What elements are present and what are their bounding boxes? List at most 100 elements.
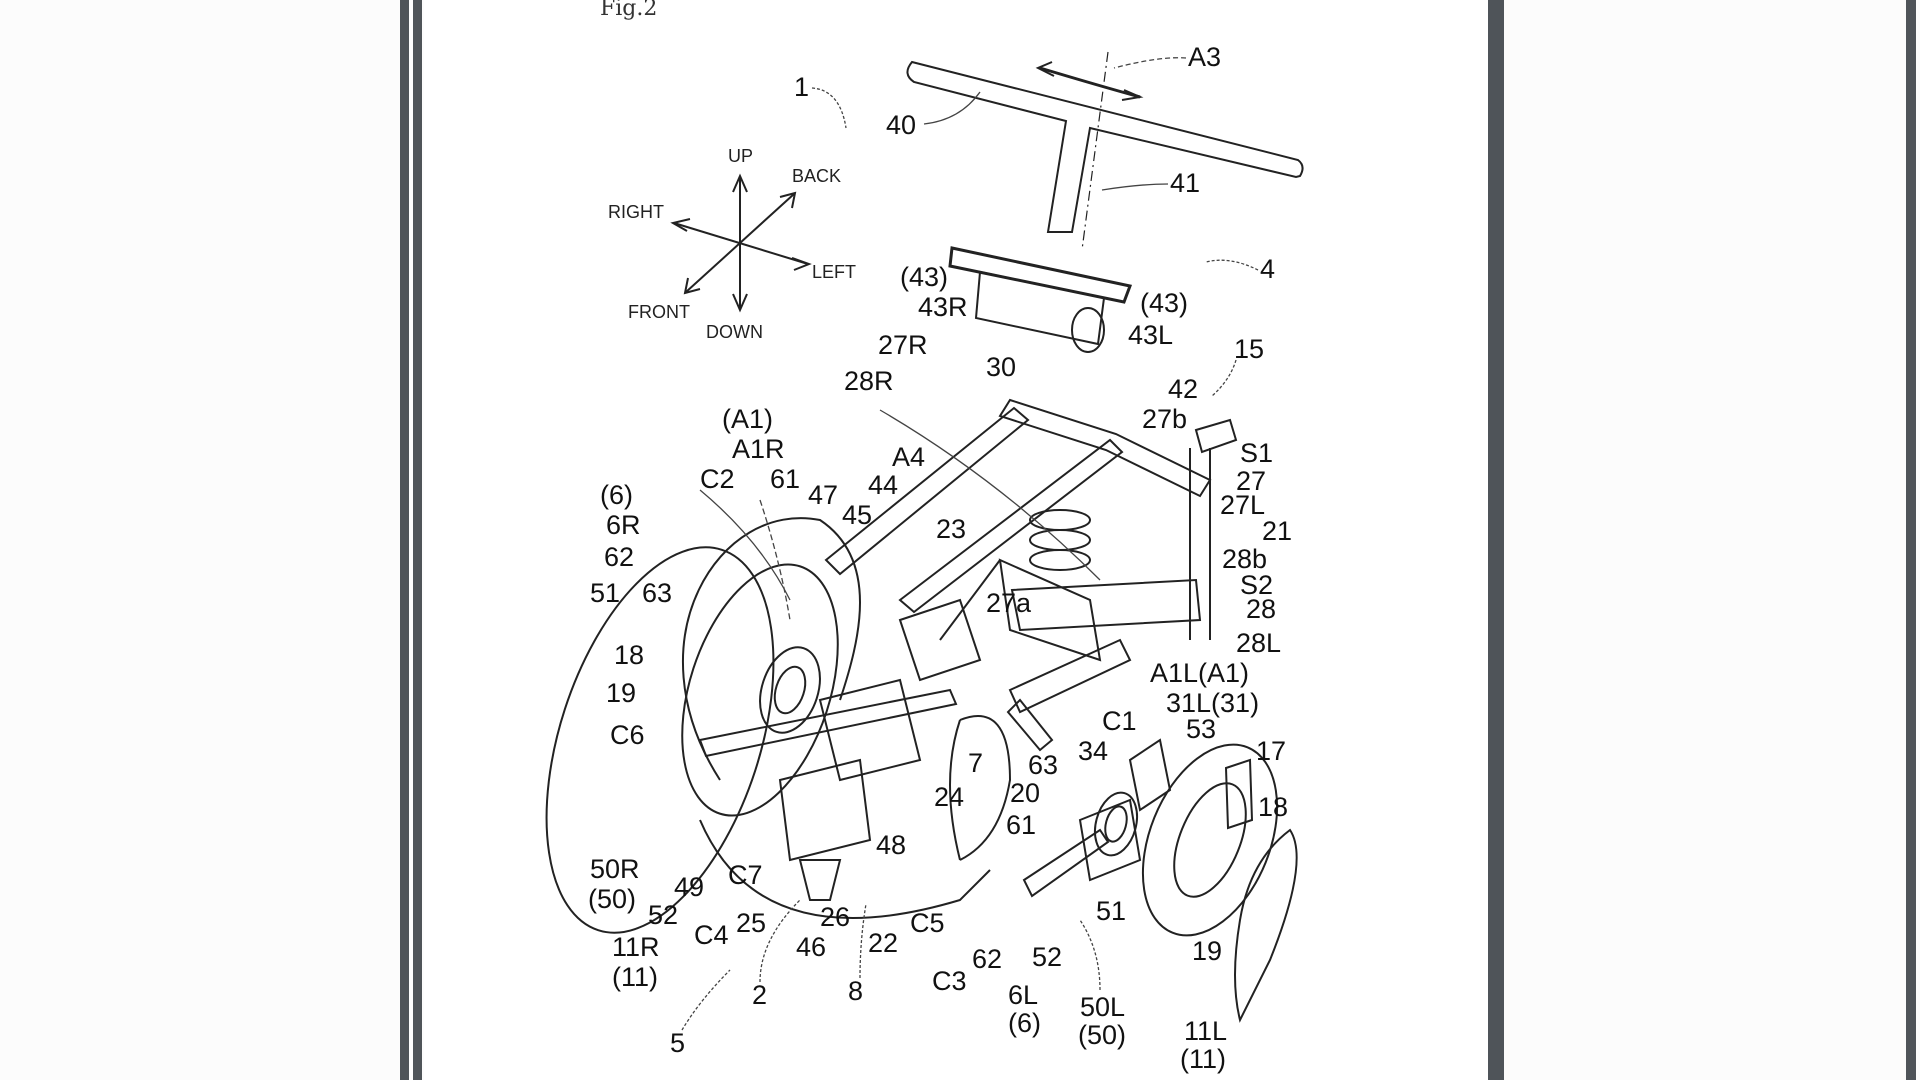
direction-right: RIGHT: [608, 202, 664, 222]
ref-label: (11): [1180, 1044, 1227, 1074]
ref-label: 17: [1256, 736, 1287, 766]
ref-label: 50L: [1080, 992, 1126, 1022]
ref-label: 49: [674, 872, 705, 902]
ref-label: 27: [1236, 466, 1267, 496]
ref-label: 63: [1028, 750, 1059, 780]
ref-label: A3: [1188, 42, 1222, 72]
ref-label: 30: [986, 352, 1017, 382]
right-wheel-assembly: [545, 517, 1012, 934]
ref-label: (A1): [722, 404, 774, 434]
ref-label: 52: [648, 900, 679, 930]
scrollbar-track[interactable]: [1906, 0, 1916, 1080]
ref-label: A4: [892, 442, 926, 472]
left-wheel-exploded: [1022, 738, 1298, 1023]
ref-label: 8: [848, 976, 864, 1006]
ref-label: 26: [820, 902, 851, 932]
ref-label: 28R: [844, 366, 894, 396]
ref-label: (43): [900, 262, 949, 292]
ref-label: 43R: [918, 292, 968, 322]
ref-label: 7: [968, 748, 984, 778]
ref-label: 51: [1096, 896, 1127, 926]
ref-label: A1L(A1): [1150, 658, 1250, 688]
ref-label: 4: [1260, 254, 1276, 284]
viewer-border-left-inner: [413, 0, 422, 1080]
ref-label: 11R: [612, 932, 660, 962]
ref-label: (50): [588, 884, 637, 914]
ref-label: 47: [808, 480, 839, 510]
ref-label: (6): [1008, 1008, 1041, 1038]
direction-left: LEFT: [812, 262, 857, 282]
ref-label: (43): [1140, 288, 1189, 318]
ref-label: 28: [1246, 594, 1277, 624]
ref-label: 25: [736, 908, 767, 938]
ref-label: 19: [1192, 936, 1223, 966]
ref-label: 62: [604, 542, 635, 572]
ref-label: 61: [770, 464, 801, 494]
direction-front: FRONT: [628, 302, 690, 322]
ref-label: A1R: [732, 434, 785, 464]
ref-label: 41: [1170, 168, 1201, 198]
ref-label: 31L(31): [1166, 688, 1260, 718]
ref-label: 5: [670, 1028, 686, 1058]
ref-label: 52: [1032, 942, 1063, 972]
ref-label: 6L: [1008, 980, 1039, 1010]
ref-label: 27b: [1142, 404, 1188, 434]
ref-label: 53: [1186, 714, 1217, 744]
ref-label: 11L: [1184, 1016, 1228, 1046]
ref-label: 34: [1078, 736, 1109, 766]
direction-down: DOWN: [706, 322, 763, 342]
ref-label: C2: [700, 464, 735, 494]
ref-label: 20: [1010, 778, 1041, 808]
frame-linkage: [824, 398, 1238, 752]
ref-label: S1: [1240, 438, 1274, 468]
ref-label: 51: [590, 578, 621, 608]
ref-label: 48: [876, 830, 907, 860]
ref-label: 27a: [986, 588, 1032, 618]
ref-label: 50R: [590, 854, 640, 884]
ref-label: 63: [642, 578, 673, 608]
ref-label: 15: [1234, 334, 1265, 364]
ref-label: 27R: [878, 330, 928, 360]
ref-label: C4: [694, 920, 729, 950]
viewer-border-left-outer: [400, 0, 409, 1080]
ref-label: 27L: [1220, 490, 1266, 520]
ref-label: 61: [1006, 810, 1037, 840]
ref-label: C5: [910, 908, 945, 938]
ref-label: 24: [934, 782, 965, 812]
ref-label: 28b: [1222, 544, 1268, 574]
ref-label: 18: [614, 640, 645, 670]
direction-back: BACK: [792, 166, 842, 186]
ref-label: C7: [728, 860, 763, 890]
ref-label: 18: [1258, 792, 1289, 822]
ref-label: 28L: [1236, 628, 1282, 658]
patent-drawing-page: [424, 0, 1488, 1080]
viewer-border-right-inner: [1496, 0, 1504, 1080]
ref-label: 2: [752, 980, 768, 1010]
steering-handle: [906, 51, 1304, 353]
ref-label: 46: [796, 932, 827, 962]
ref-label: 40: [886, 110, 917, 140]
ref-label: 21: [1262, 516, 1293, 546]
ref-label: 6R: [606, 510, 641, 540]
ref-label: C6: [610, 720, 645, 750]
ref-label: 19: [606, 678, 637, 708]
ref-label: 44: [868, 470, 899, 500]
ref-label: C1: [1102, 706, 1137, 736]
ref-label: 23: [936, 514, 967, 544]
ref-label: 45: [842, 500, 873, 530]
viewer-border-right-outer: [1488, 0, 1496, 1080]
ref-label: 22: [868, 928, 899, 958]
ref-label: C3: [932, 966, 967, 996]
direction-up: UP: [728, 146, 754, 166]
ref-label: 42: [1168, 374, 1199, 404]
ref-label: 62: [972, 944, 1003, 974]
ref-label: 1: [794, 72, 810, 102]
ref-label: 43L: [1128, 320, 1174, 350]
ref-label: (6): [600, 480, 633, 510]
ref-label: S2: [1240, 570, 1274, 600]
direction-compass: [670, 173, 812, 313]
ref-label: (11): [612, 962, 659, 992]
figure-title: Fig.2: [600, 0, 658, 21]
